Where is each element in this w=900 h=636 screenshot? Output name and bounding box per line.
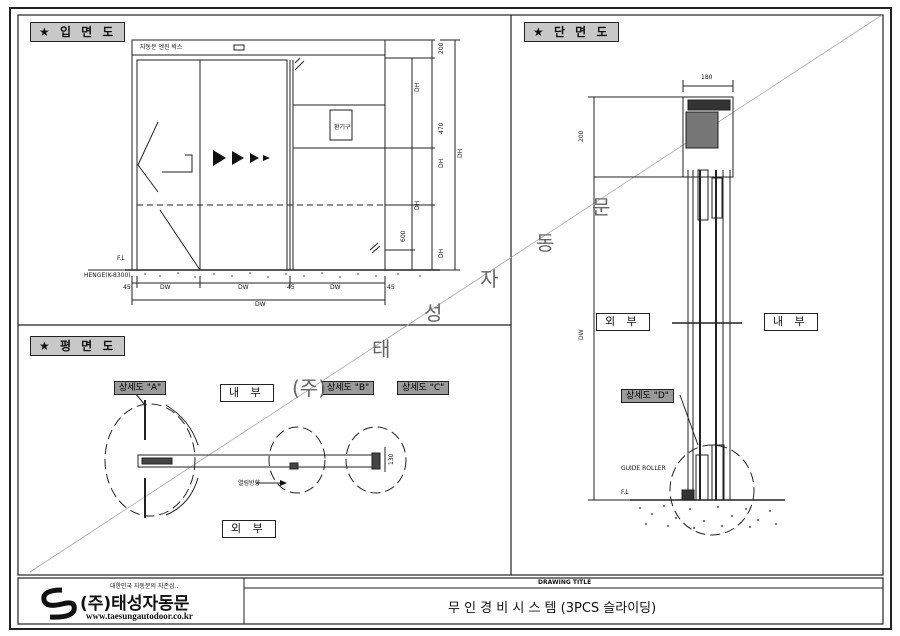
dim-bottom-0: 45	[123, 284, 131, 291]
section-title-section: ★ 단 면 도	[524, 22, 620, 42]
section-title-section-text: 단 면 도	[553, 25, 611, 39]
section-dim-180: 180	[701, 74, 713, 81]
vent-label: 환기구	[334, 124, 351, 131]
star-icon: ★	[39, 339, 53, 353]
elevation-fl-label: F.L	[117, 255, 125, 262]
section-title-plan-text: 평 면 도	[59, 339, 117, 353]
dim-right-3: DH	[438, 158, 445, 168]
dim-right-0: 200	[438, 42, 445, 54]
company-logo-icon	[41, 587, 77, 620]
section-fl-label: F.L	[621, 489, 629, 496]
drawing-title-label: DRAWING TITLE	[538, 579, 592, 586]
section-dim-200: 200	[578, 130, 585, 142]
footer-url: www.taesungautodoor.co.kr	[86, 611, 193, 621]
section-drawing	[588, 80, 785, 536]
detail-a-callout: 상세도 "A"	[114, 381, 167, 395]
section-ground-hatch	[639, 505, 777, 529]
section-title-plan: ★ 평 면 도	[30, 336, 126, 356]
dim-right-7: DH	[438, 248, 445, 258]
elevation-drawing	[88, 39, 460, 305]
plan-outside-label: 외 부	[222, 520, 276, 538]
dim-bottom-1: DW	[160, 284, 171, 291]
dim-right-1: DH	[414, 82, 421, 92]
watermark-char-4: 동	[536, 231, 555, 255]
plan-drawing	[104, 392, 407, 518]
detail-b-callout: 상세도 "B"	[322, 381, 375, 395]
star-icon: ★	[533, 25, 547, 39]
footer-slogan: 대한민국 자동문의 자존심..	[110, 583, 179, 590]
dim-bottom-5: 45	[387, 284, 395, 291]
watermark-char-3: 자	[480, 267, 499, 291]
watermark-char-2: 성	[424, 301, 443, 325]
dim-right-2: 470	[438, 122, 445, 134]
section-dim-dw: DW	[578, 329, 585, 340]
open-direction-arrow-icon	[280, 480, 287, 486]
dim-bottom-4: DW	[330, 284, 341, 291]
drawing-title: 무 인 경 비 시 스 템 (3PCS 슬라이딩)	[448, 601, 657, 616]
dw-total: DW	[255, 301, 266, 308]
plan-dim-130: 130	[388, 453, 395, 465]
star-icon: ★	[39, 25, 53, 39]
detail-c-callout: 상세도 "C"	[397, 381, 450, 395]
section-inside-label: 내 부	[764, 313, 818, 331]
elevation-arrows	[213, 150, 270, 166]
hinge-label: HENGE(K-8300)	[84, 272, 131, 279]
engine-box-label: 자동문 엔진 박스	[140, 44, 183, 51]
detail-d-callout: 상세도 "D"	[621, 389, 674, 403]
guide-roller-label: GUIDE ROLLER	[621, 465, 666, 472]
section-title-elevation-text: 입 면 도	[59, 25, 117, 39]
elevation-ground-hatch	[144, 272, 421, 278]
dim-bottom-3: 45	[287, 284, 295, 291]
dim-right-5: DH	[414, 200, 421, 210]
watermark-char-0: (주)	[292, 376, 327, 400]
section-outside-label: 외 부	[596, 313, 650, 331]
watermark-char-1: 태	[372, 337, 391, 361]
dim-bottom-2: DW	[238, 284, 249, 291]
footer-company: (주)태성자동문	[80, 594, 190, 614]
dim-right-4: DH	[457, 148, 464, 158]
section-title-elevation: ★ 입 면 도	[30, 22, 126, 42]
open-direction-label: 열림방향	[238, 480, 261, 487]
plan-inside-label: 내 부	[220, 384, 274, 402]
watermark-char-5: 문	[592, 195, 611, 219]
dim-right-6: 600	[400, 230, 407, 242]
